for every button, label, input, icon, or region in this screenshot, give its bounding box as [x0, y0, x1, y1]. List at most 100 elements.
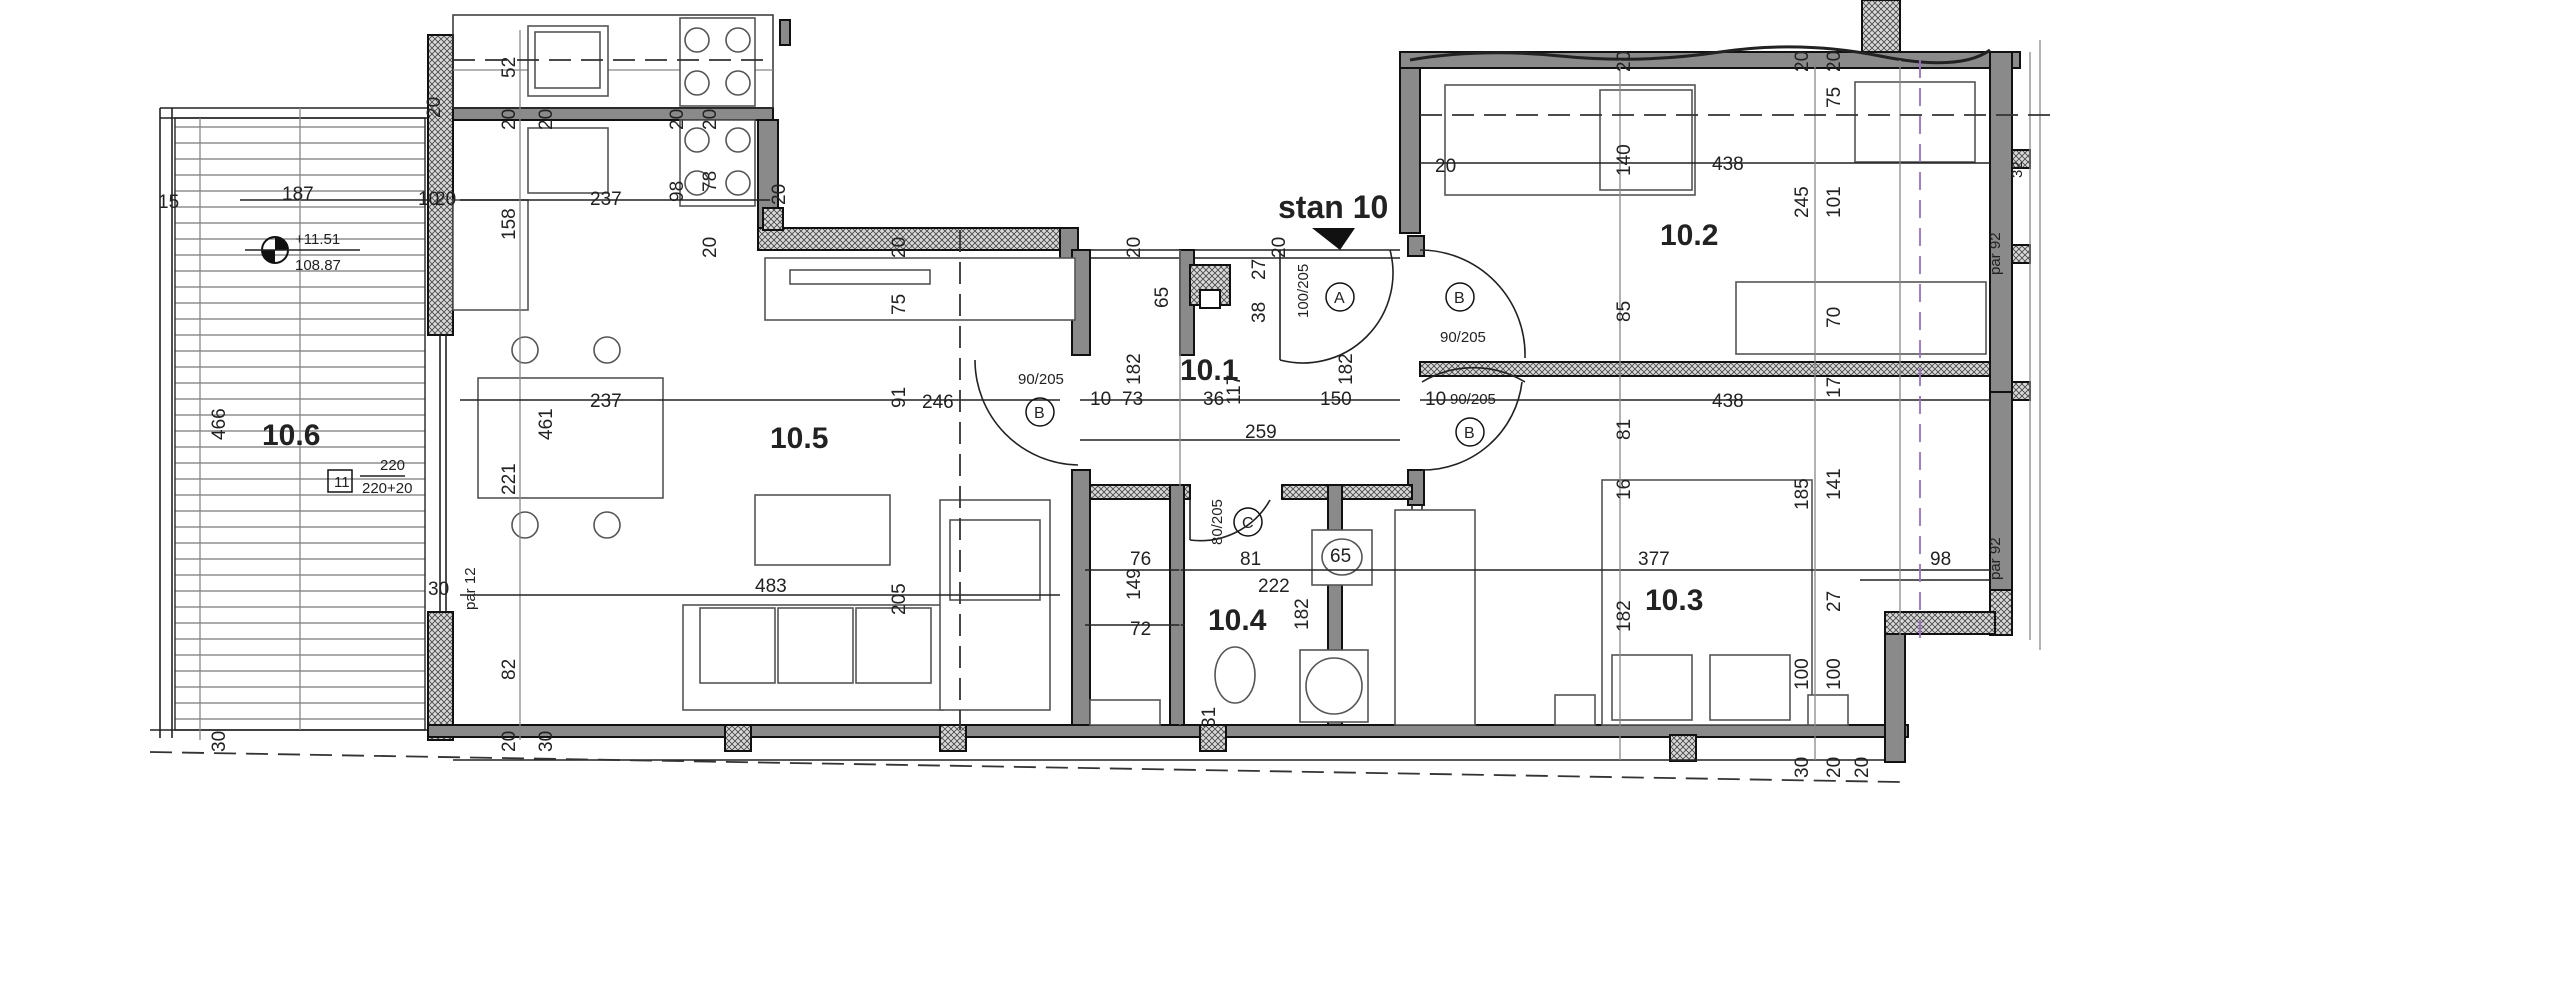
parapet-label-1: par 92 — [1987, 232, 2004, 275]
dim-text: 65 — [1330, 546, 1351, 567]
door-tags: A B B B C — [1025, 282, 1485, 537]
door-size-b-top: 90/205 — [1440, 329, 1486, 346]
doors — [974, 249, 1526, 542]
dim-text: 30 — [536, 731, 557, 752]
parapet-label-3: par 12 — [462, 567, 479, 610]
dim-text: 100 — [1792, 658, 1813, 690]
dim-text: 158 — [499, 208, 520, 240]
dim-text: 438 — [1712, 154, 1744, 175]
dim-text: 20 — [1824, 757, 1845, 778]
dim-text: 20 — [499, 731, 520, 752]
dim-text: 75 — [1824, 87, 1845, 108]
dim-text: 140 — [1614, 144, 1635, 176]
dim-text: 17 — [1824, 377, 1845, 398]
dim-text: 20 — [700, 237, 721, 258]
dim-text: 100 — [1824, 658, 1845, 690]
dim-text: 32 — [2009, 161, 2026, 178]
dim-text: 65 — [1152, 287, 1173, 308]
dimension-texts-vertical: 52 158 98 78 20 20 20 20 20 20 20 20 75 … — [209, 0, 2026, 778]
dim-text: 483 — [755, 576, 787, 597]
door-size-c: 80/205 — [1209, 499, 1226, 545]
elevation-marker: +11.51 108.87 — [245, 231, 360, 274]
dim-text: 20 — [1614, 51, 1635, 72]
door-tag-b-top: B — [1454, 290, 1465, 307]
dim-text: 91 — [889, 387, 910, 408]
dim-text: 20 — [499, 109, 520, 130]
dim-text: 31 — [1199, 707, 1220, 728]
dim-text: 237 — [590, 391, 622, 412]
dim-text: 70 — [1824, 307, 1845, 328]
room-label-10-6: 10.6 — [262, 419, 320, 452]
dim-text: 27 — [1249, 259, 1270, 280]
dim-text: 185 — [1792, 478, 1813, 510]
dim-text: 117 — [1224, 375, 1245, 405]
dim-text: 461 — [536, 408, 557, 440]
parapet-label-2: par 92 — [1987, 537, 2004, 580]
dim-text: 466 — [209, 408, 230, 440]
window-tag-number: 11 — [334, 474, 350, 491]
window-tag: 11 220 220+20 — [327, 457, 412, 497]
dim-text: 20 — [435, 189, 456, 210]
dim-text: 20 — [769, 184, 790, 205]
dim-text: 20 — [700, 109, 721, 130]
elevation-level-1: +11.51 — [295, 231, 340, 248]
dim-text: 259 — [1245, 422, 1277, 443]
dim-text: 237 — [590, 189, 622, 210]
dim-text: 150 — [1320, 389, 1352, 410]
elevation-level-2: 108.87 — [295, 257, 341, 274]
dim-text: 75 — [889, 294, 910, 315]
dim-text: 20 — [1269, 237, 1290, 258]
dim-text: 85 — [1614, 301, 1635, 322]
door-tag-a: A — [1334, 290, 1345, 307]
dim-text: 30 — [428, 579, 449, 600]
dim-text: 149 — [1124, 568, 1145, 600]
dim-text: 246 — [922, 392, 954, 413]
dim-text: 27 — [1824, 591, 1845, 612]
window-tag-size: 220 — [380, 457, 405, 474]
dim-text: 20 — [667, 109, 688, 130]
dim-text: 20 — [424, 97, 445, 118]
dim-text: 10 — [1090, 389, 1111, 410]
door-tag-b-left: B — [1034, 405, 1045, 422]
dim-text: 182 — [1336, 353, 1357, 385]
dimension-texts: 187 15 10 20 237 237 483 10 73 36 150 10… — [158, 154, 1951, 640]
room-label-10-4: 10.4 — [1208, 604, 1267, 637]
dim-text: 20 — [1124, 237, 1145, 258]
dim-text: 30 — [1792, 757, 1813, 778]
dim-text: 20 — [1852, 757, 1873, 778]
room-label-10-5: 10.5 — [770, 422, 828, 455]
dim-text: 20 — [1792, 51, 1813, 72]
window-tag-size-2: 220+20 — [362, 480, 412, 497]
dim-text: 20 — [889, 237, 910, 258]
door-tag-b-bottom: B — [1464, 425, 1475, 442]
door-size-a: 100/205 — [1295, 264, 1312, 318]
door-size-b-bottom: 90/205 — [1450, 391, 1496, 408]
room-label-10-3: 10.3 — [1645, 584, 1703, 617]
dim-text: 20 — [1435, 156, 1456, 177]
plan-title: stan 10 — [1278, 189, 1388, 225]
dim-text: 10 — [418, 189, 439, 210]
dim-text: 30 — [209, 731, 230, 752]
dim-text: 182 — [1614, 600, 1635, 632]
room-label-10-2: 10.2 — [1660, 219, 1718, 252]
dim-text: 141 — [1824, 468, 1845, 500]
dim-text: 15 — [158, 192, 179, 213]
dim-text: 98 — [1930, 549, 1951, 570]
dim-text: 36 — [1203, 389, 1224, 410]
dim-text: 73 — [1122, 389, 1143, 410]
dim-text: 377 — [1638, 549, 1670, 570]
door-size-b-left: 90/205 — [1018, 371, 1064, 388]
door-tag-c: C — [1242, 515, 1254, 532]
dim-text: 38 — [1249, 302, 1270, 323]
dim-text: 81 — [1614, 419, 1635, 440]
dim-text: 205 — [889, 583, 910, 615]
dim-text: 438 — [1712, 391, 1744, 412]
dim-text: 16 — [1614, 479, 1635, 500]
dim-text: 10 — [1425, 389, 1446, 410]
dim-text: 101 — [1824, 186, 1845, 218]
dim-text: 237 — [1660, 0, 1692, 3]
dim-text: 76 — [1130, 549, 1151, 570]
dim-text: 72 — [1130, 619, 1151, 640]
dim-text: 182 — [1292, 598, 1313, 630]
